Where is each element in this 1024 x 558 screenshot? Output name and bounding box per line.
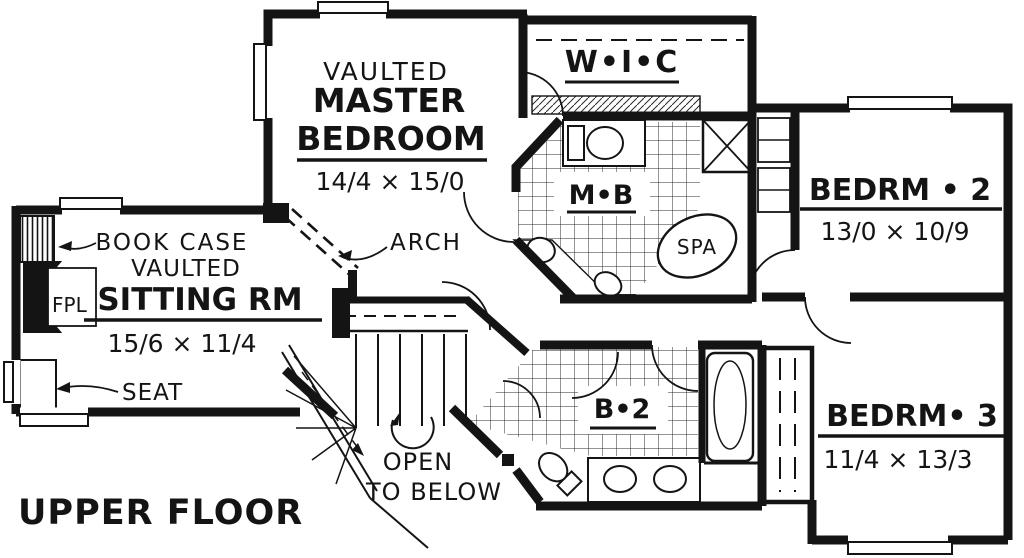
winder-outer-rail bbox=[281, 344, 378, 499]
bath2-fixtures bbox=[538, 351, 758, 503]
wall-mb-left-upper bbox=[511, 116, 564, 192]
master-dims: 14/4 × 15/0 bbox=[315, 167, 464, 196]
windows bbox=[3, 1, 953, 555]
floor-title: UPPER FLOOR bbox=[18, 493, 303, 533]
bookcase-leader-arrowhead bbox=[58, 241, 72, 251]
mb-label-plate bbox=[554, 172, 650, 216]
sitting-room-builtins bbox=[19, 215, 97, 413]
open-below-label-2: TO BELOW bbox=[365, 478, 502, 506]
master-bedroom-label-2: BEDROOM bbox=[296, 119, 485, 158]
bookcase-shelving bbox=[19, 215, 55, 263]
door-arc-master-bath bbox=[463, 191, 515, 243]
bath2-label: B•2 bbox=[594, 394, 651, 425]
toilet-tank bbox=[567, 125, 585, 161]
master-bath-label: M•B bbox=[569, 180, 634, 211]
open-below-label-1: OPEN bbox=[383, 448, 453, 476]
bedroom3-dims: 11/4 × 13/3 bbox=[823, 445, 972, 474]
sitting-dims: 15/6 × 11/4 bbox=[107, 329, 256, 358]
sliding-door-dashes bbox=[779, 358, 796, 492]
door-arc-hall bbox=[441, 281, 491, 331]
bedroom3-closet bbox=[759, 345, 815, 505]
seat-leader-arrowhead bbox=[56, 382, 70, 393]
door-arc-bedroom3 bbox=[804, 296, 852, 344]
bedroom2-dims: 13/0 × 10/9 bbox=[820, 217, 969, 246]
leader-arrows bbox=[56, 241, 388, 393]
wic-shelf bbox=[531, 95, 701, 115]
wall-bedroom2-top-right bbox=[752, 103, 1013, 540]
master-vaulted-label: VAULTED bbox=[323, 57, 449, 86]
window-sitting-top-frame bbox=[59, 197, 123, 210]
spa-label: SPA bbox=[677, 235, 717, 259]
open-below-arrowhead bbox=[390, 412, 400, 426]
seat-label: SEAT bbox=[122, 380, 183, 406]
door-arc-bath2-compartment bbox=[571, 351, 619, 399]
linen-shelves bbox=[757, 117, 791, 213]
door-arc-landing bbox=[502, 380, 541, 419]
window-seat bbox=[19, 359, 57, 413]
void-edge bbox=[369, 497, 429, 549]
arch-opening bbox=[284, 208, 359, 277]
b2-sink-2 bbox=[653, 465, 687, 493]
window-master-top-frame bbox=[317, 1, 389, 14]
arch-label: ARCH bbox=[390, 230, 462, 256]
sitting-label: SITTING RM bbox=[97, 282, 302, 318]
window-bedroom3-bottom bbox=[848, 535, 948, 545]
master-bath-fixtures bbox=[512, 118, 753, 302]
window-sitting-bottom-frame bbox=[19, 413, 89, 427]
stair-treads bbox=[355, 334, 467, 428]
window-master-left bbox=[263, 46, 273, 118]
fireplace-label: FPL bbox=[52, 293, 88, 317]
window-seat-left bbox=[11, 360, 21, 404]
seat-leader bbox=[61, 385, 119, 393]
arch-dashed-lines bbox=[284, 208, 359, 277]
toilet-bowl bbox=[586, 126, 624, 160]
window-sitting-bottom bbox=[20, 407, 88, 417]
arch-leader-arrowhead bbox=[338, 250, 352, 261]
wall-sitting-se-diagonal bbox=[281, 366, 339, 420]
window-seat-left-frame bbox=[3, 361, 14, 403]
door-arc-wic bbox=[518, 71, 564, 117]
door-arc-bedroom2 bbox=[748, 249, 796, 297]
window-bedroom3-bottom-frame bbox=[847, 541, 953, 555]
window-bedroom2-top-frame bbox=[847, 96, 953, 110]
sink-2 bbox=[593, 271, 623, 297]
wall-master-left-top bbox=[263, 9, 527, 216]
stair-railing-diagonal bbox=[463, 296, 530, 356]
open-below-arrow-circle bbox=[390, 416, 435, 450]
b2-sink-1 bbox=[603, 465, 637, 493]
landing-wall-post bbox=[502, 454, 514, 466]
bathtub-basin bbox=[713, 360, 747, 450]
door-arcs bbox=[441, 71, 852, 419]
door-arc-bath2 bbox=[651, 344, 699, 392]
newel-hook bbox=[348, 270, 357, 300]
newel-post bbox=[332, 288, 350, 338]
master-bedroom-label-1: MASTER bbox=[313, 81, 466, 120]
bedroom2-label: BEDRM • 2 bbox=[809, 173, 991, 208]
spa-tub bbox=[656, 213, 738, 279]
window-master-left-frame bbox=[253, 43, 267, 121]
wic-label: W•I•C bbox=[565, 45, 680, 80]
stair-direction-arrowhead bbox=[352, 443, 364, 456]
bookcase-label: BOOK CASE bbox=[96, 230, 249, 256]
fireplace-hearth bbox=[47, 267, 97, 327]
arch-corner-post bbox=[263, 203, 289, 223]
b2-toilet-bowl bbox=[538, 452, 569, 483]
bedroom3-label: BEDRM• 3 bbox=[826, 399, 998, 434]
wall-landing-diagonal bbox=[448, 404, 544, 505]
sitting-vaulted-label: VAULTED bbox=[131, 256, 241, 282]
shower-x-icon bbox=[702, 119, 752, 173]
labels: VAULTED MASTER BEDROOM 14/4 × 15/0 W•I•C… bbox=[18, 45, 1006, 533]
wall-mb-left-lower bbox=[512, 236, 578, 303]
